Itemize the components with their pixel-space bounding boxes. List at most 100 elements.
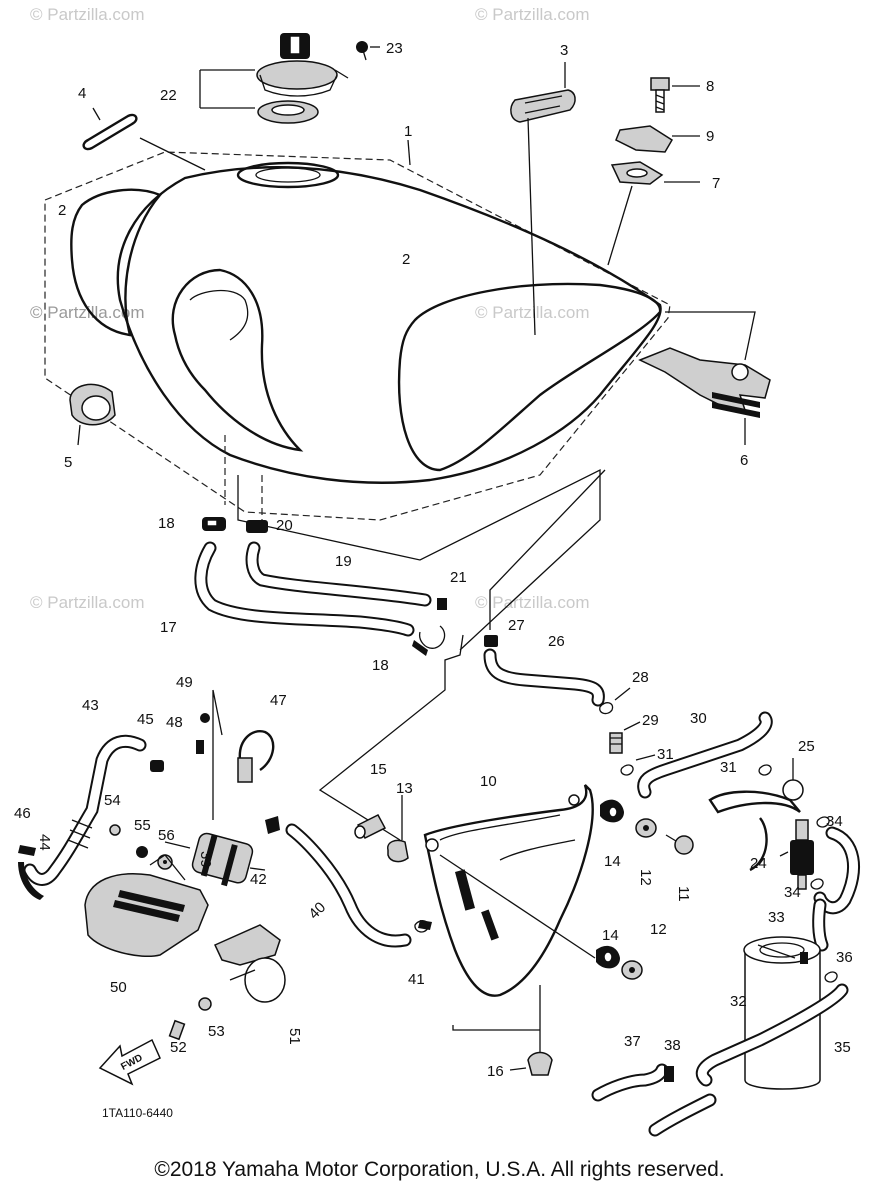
part-label: 33 — [768, 909, 785, 926]
leader-14 — [439, 854, 596, 959]
watermark: © Partzilla.com — [30, 303, 145, 322]
bolt-8 — [650, 77, 700, 113]
cap-5 — [69, 383, 116, 446]
hose-26 — [483, 469, 606, 707]
part-label: 7 — [712, 175, 720, 192]
part-label: 20 — [276, 517, 293, 534]
part-label: 1 — [404, 123, 412, 140]
part-label: 12 — [637, 869, 654, 886]
part-label: 6 — [740, 452, 748, 469]
washer-12a — [635, 818, 657, 838]
hose-43-44 — [18, 734, 147, 900]
fuel-tank — [44, 151, 671, 651]
part-label: 22 — [160, 87, 177, 104]
grommet-14b — [596, 945, 620, 969]
hose-assembly — [194, 517, 447, 656]
watermark-layer: © Partzilla.com © Partzilla.com © Partzi… — [30, 5, 590, 612]
part-label: 14 — [604, 853, 621, 870]
part-label: 4 — [78, 85, 86, 102]
washer-53 — [198, 997, 212, 1011]
clip-46 — [18, 845, 36, 856]
part-label: 13 — [396, 780, 413, 797]
washer-7 — [607, 161, 700, 266]
collar-15 — [354, 814, 387, 839]
fuel-pump-39 — [164, 689, 266, 887]
part-label: 56 — [158, 827, 175, 844]
grommet-16 — [509, 1051, 553, 1076]
hose-34-33 — [810, 816, 861, 952]
hose-35 — [695, 971, 849, 1087]
part-label: 18 — [372, 657, 389, 674]
fitting-29 — [609, 721, 641, 754]
part-label: 36 — [836, 949, 853, 966]
part-label: 38 — [664, 1037, 681, 1054]
clip-41 — [414, 920, 432, 933]
part-label: 49 — [176, 674, 193, 691]
clip-28 — [599, 687, 631, 715]
part-label: 10 — [480, 773, 497, 790]
nut-49 — [200, 713, 210, 723]
screw-23 — [356, 41, 380, 61]
bolt-48 — [196, 740, 204, 754]
bracket-25 — [708, 758, 804, 872]
part-label: 2 — [402, 251, 410, 268]
part-label: 39 — [197, 851, 214, 868]
emblem-3 — [510, 62, 576, 336]
part-label: 3 — [560, 42, 568, 59]
hose-lower — [648, 1093, 717, 1137]
grommet-14a — [600, 799, 624, 823]
part-label: 47 — [270, 692, 287, 709]
bracket-51 — [213, 924, 286, 1003]
part-label: 19 — [335, 553, 352, 570]
part-label: 16 — [487, 1063, 504, 1080]
diagram-code: 1TA110-6440 — [102, 1106, 173, 1120]
part-label: 5 — [64, 454, 72, 471]
band-47 — [237, 730, 275, 783]
part-label: 42 — [250, 871, 267, 888]
grommet-13 — [387, 795, 409, 863]
part-label: 12 — [650, 921, 667, 938]
part-label: 15 — [370, 761, 387, 778]
bolt-54 — [109, 824, 121, 836]
part-label: 31 — [657, 746, 674, 763]
part-label: 23 — [386, 40, 403, 57]
part-label: 31 — [720, 759, 737, 776]
clamp-45 — [150, 760, 164, 772]
part-label: 17 — [160, 619, 177, 636]
part-label: 52 — [170, 1039, 187, 1056]
part-label: 24 — [750, 855, 767, 872]
part-label: 25 — [798, 738, 815, 755]
part-label: 8 — [706, 78, 714, 95]
part-label: 35 — [834, 1039, 851, 1056]
part-label: 34 — [784, 884, 801, 901]
bracket-6 — [638, 311, 771, 445]
part-label: 14 — [602, 927, 619, 944]
part-label: 30 — [690, 710, 707, 727]
part-label: 44 — [36, 834, 53, 851]
part-label: 50 — [110, 979, 127, 996]
part-label: 2 — [58, 202, 66, 219]
hose-40 — [285, 823, 412, 948]
part-label: 54 — [104, 792, 121, 809]
part-label: 34 — [826, 813, 843, 830]
bolt-11 — [665, 834, 694, 855]
leader-lines — [318, 634, 464, 841]
part-label: 21 — [450, 569, 467, 586]
part-label: 32 — [730, 993, 747, 1010]
bracket-10 — [423, 784, 594, 1060]
fuel-filter-24 — [779, 819, 814, 890]
part-label: 51 — [286, 1028, 303, 1045]
part-label: 55 — [134, 817, 151, 834]
nut-55 — [136, 846, 148, 858]
clip-42 — [265, 816, 280, 834]
part-label: 11 — [675, 886, 692, 902]
watermark: © Partzilla.com — [475, 5, 590, 24]
part-label: 40 — [305, 899, 329, 923]
part-label: 27 — [508, 617, 525, 634]
part-label: 46 — [14, 805, 31, 822]
bolt-52 — [168, 1019, 186, 1041]
part-label: 9 — [706, 128, 714, 145]
copyright-notice: ©2018 Yamaha Motor Corporation, U.S.A. A… — [154, 1158, 725, 1181]
part-label: 53 — [208, 1023, 225, 1040]
